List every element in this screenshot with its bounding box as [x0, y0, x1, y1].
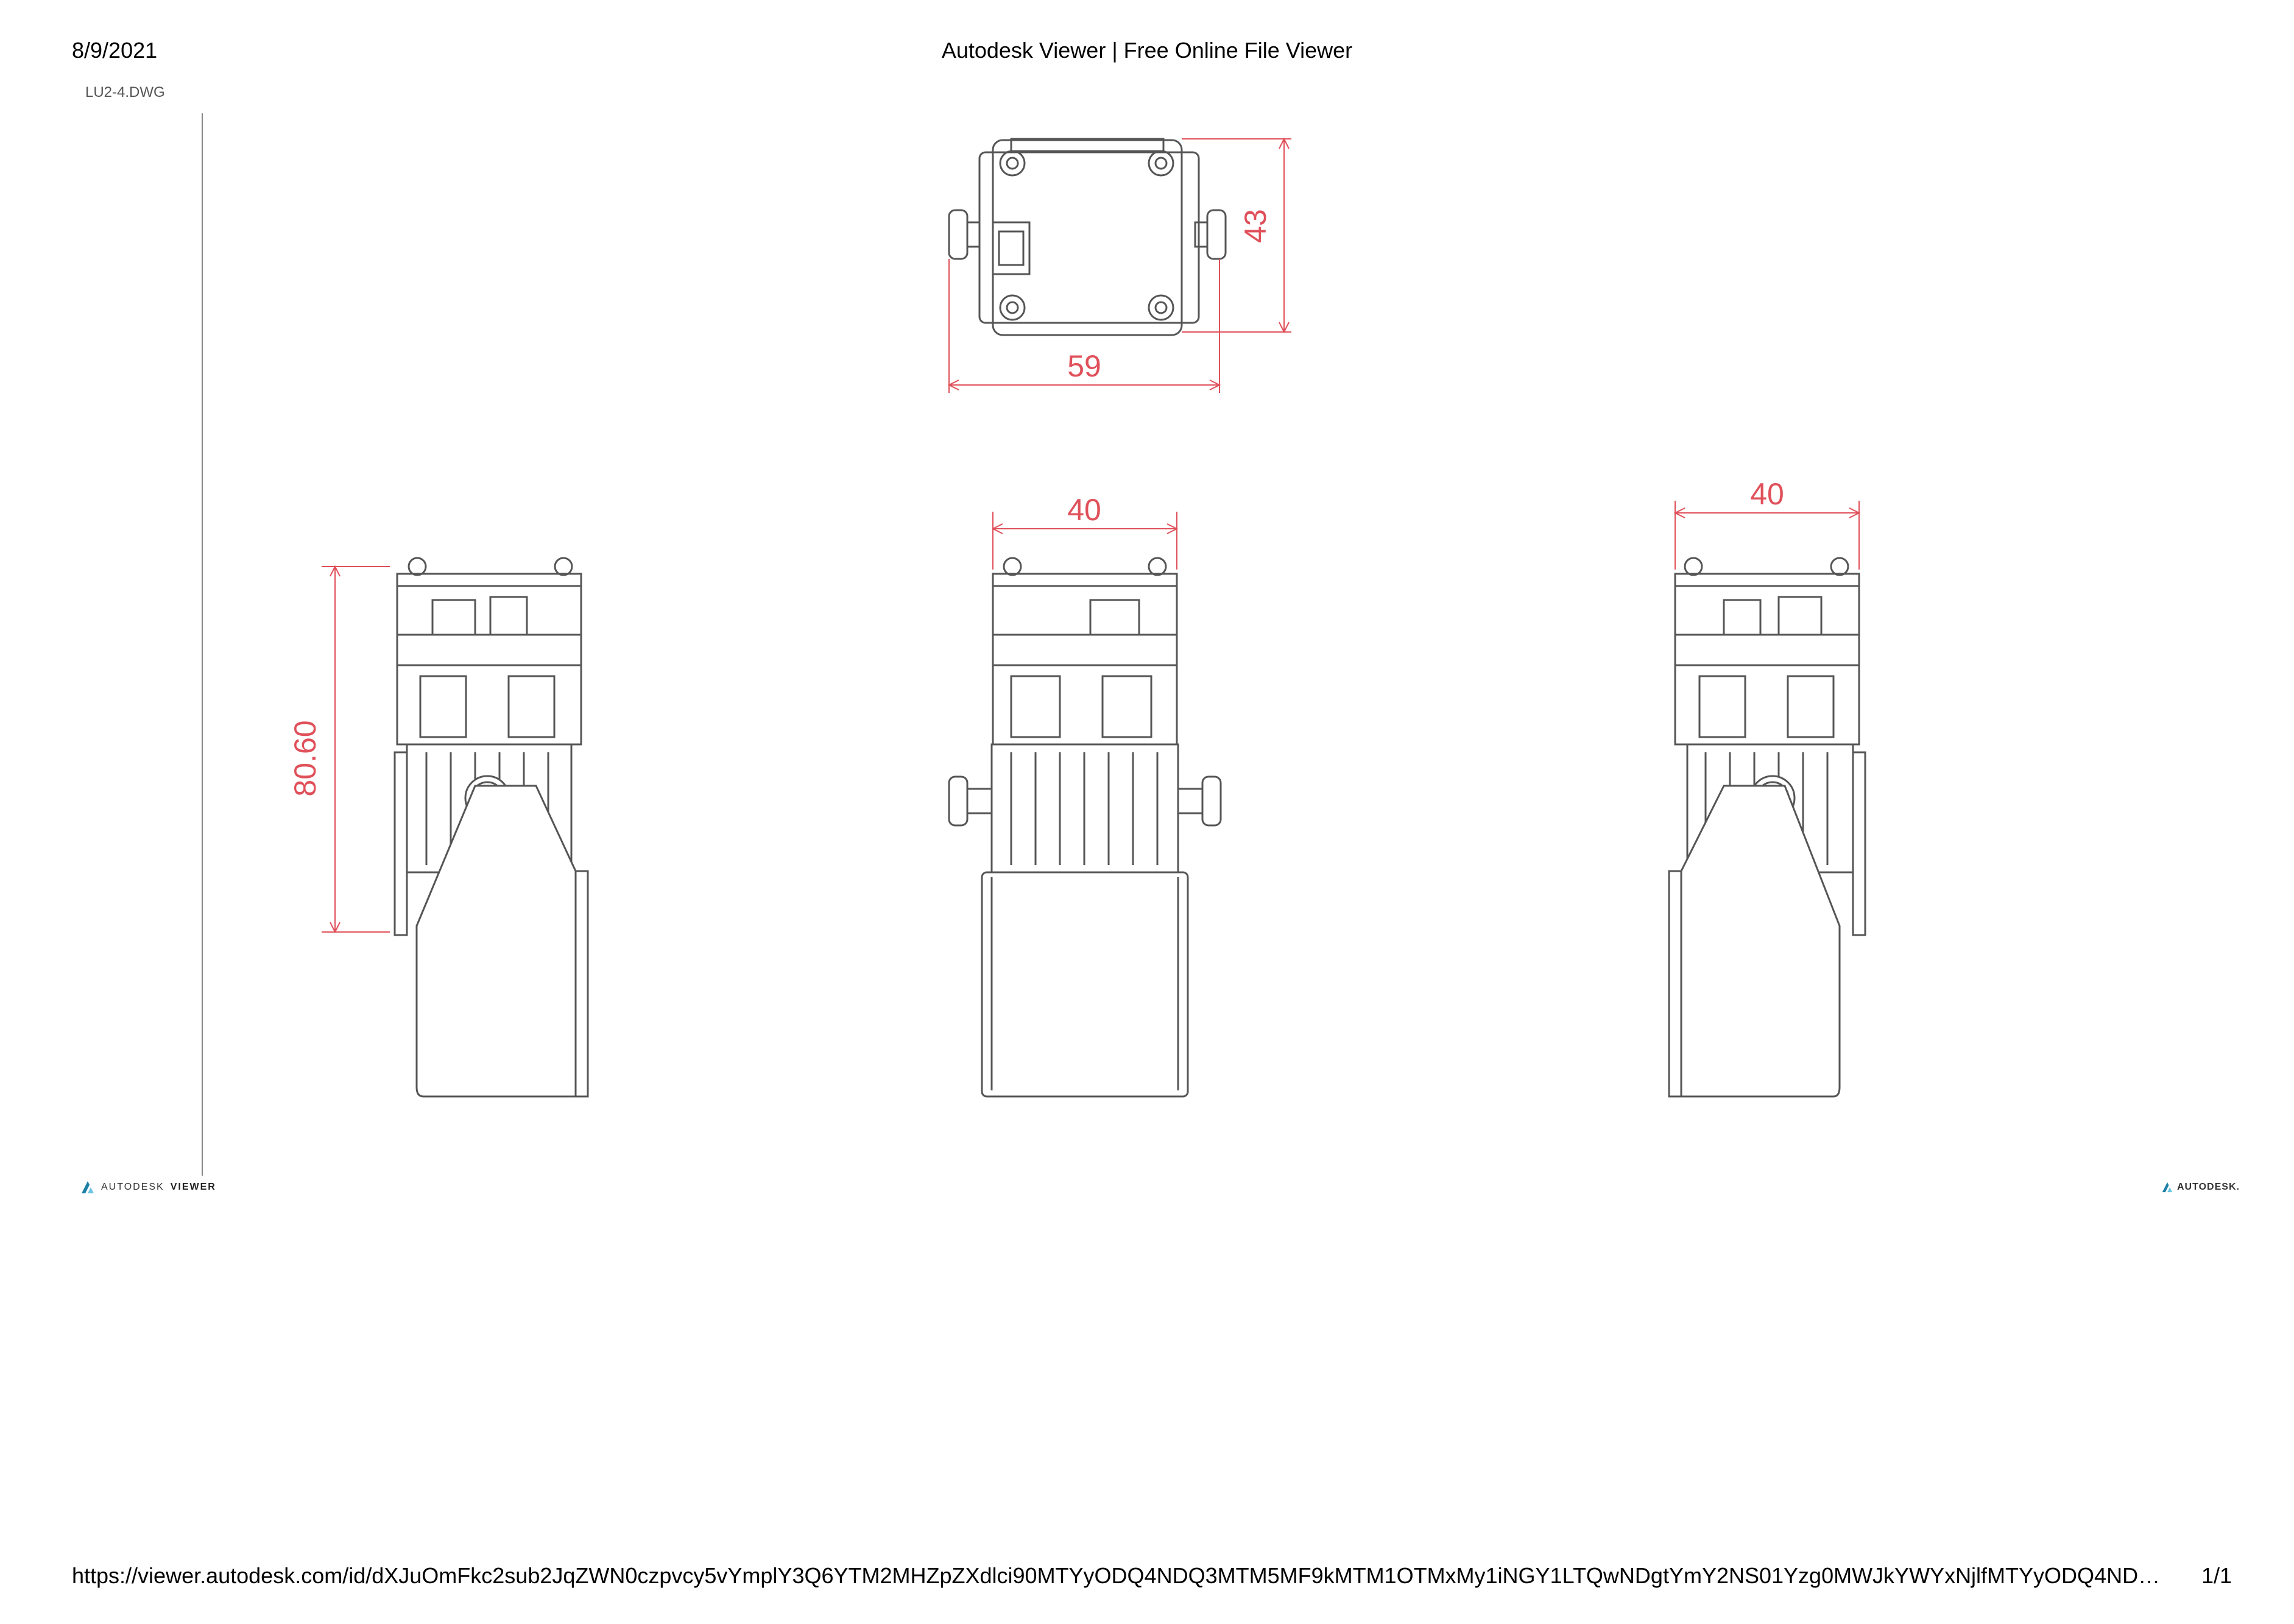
top-view [948, 138, 1227, 336]
connector [992, 221, 1031, 275]
autodesk-a-icon [2162, 1182, 2173, 1193]
front-view [948, 557, 1222, 1098]
dimension-lines [322, 137, 1861, 934]
footer-url: https://viewer.autodesk.com/id/dXJuOmFkc… [72, 1563, 2167, 1588]
autodesk-a-icon [82, 1181, 94, 1193]
logo-brand-text: AUTODESK [101, 1182, 164, 1192]
autodesk-logo: AUTODESK. [2161, 1182, 2240, 1193]
screw-1 [999, 150, 1026, 177]
left-top-plate [396, 573, 582, 587]
top-view-body [992, 139, 1183, 336]
dim-right-width: 40 [1750, 477, 1784, 511]
screw-2 [1148, 150, 1174, 177]
dim-top-height: 43 [1238, 209, 1272, 243]
left-shroud [415, 785, 577, 1098]
screw-4 [1148, 294, 1174, 321]
knob-right [1206, 209, 1227, 260]
page-title: Autodesk Viewer | Free Online File Viewe… [941, 38, 1353, 63]
dim-front-width: 40 [1067, 493, 1101, 527]
autodesk-viewer-logo: AUTODESK VIEWER [80, 1181, 216, 1194]
knob-left [948, 209, 969, 260]
page-number: 1/1 [2201, 1563, 2232, 1588]
dim-left-height: 80.60 [288, 720, 322, 796]
file-name: LU2-4.DWG [85, 84, 165, 101]
left-board [396, 585, 582, 636]
dimension-labels: 43 59 80.60 40 40 [288, 209, 1784, 796]
logo-product-text: VIEWER [170, 1182, 216, 1192]
right-view [1668, 557, 1866, 1098]
logo-brand-text: AUTODESK. [2177, 1182, 2240, 1192]
print-date: 8/9/2021 [72, 38, 158, 63]
left-view [394, 557, 589, 1098]
left-rail [394, 751, 408, 936]
front-knob-right [1201, 775, 1222, 827]
front-knob-left [948, 775, 969, 827]
top-view-top-tab [1010, 138, 1165, 152]
screw-3 [999, 294, 1026, 321]
right-shroud [1680, 785, 1841, 1098]
front-shroud [981, 871, 1189, 1098]
dim-top-width: 59 [1067, 349, 1101, 383]
